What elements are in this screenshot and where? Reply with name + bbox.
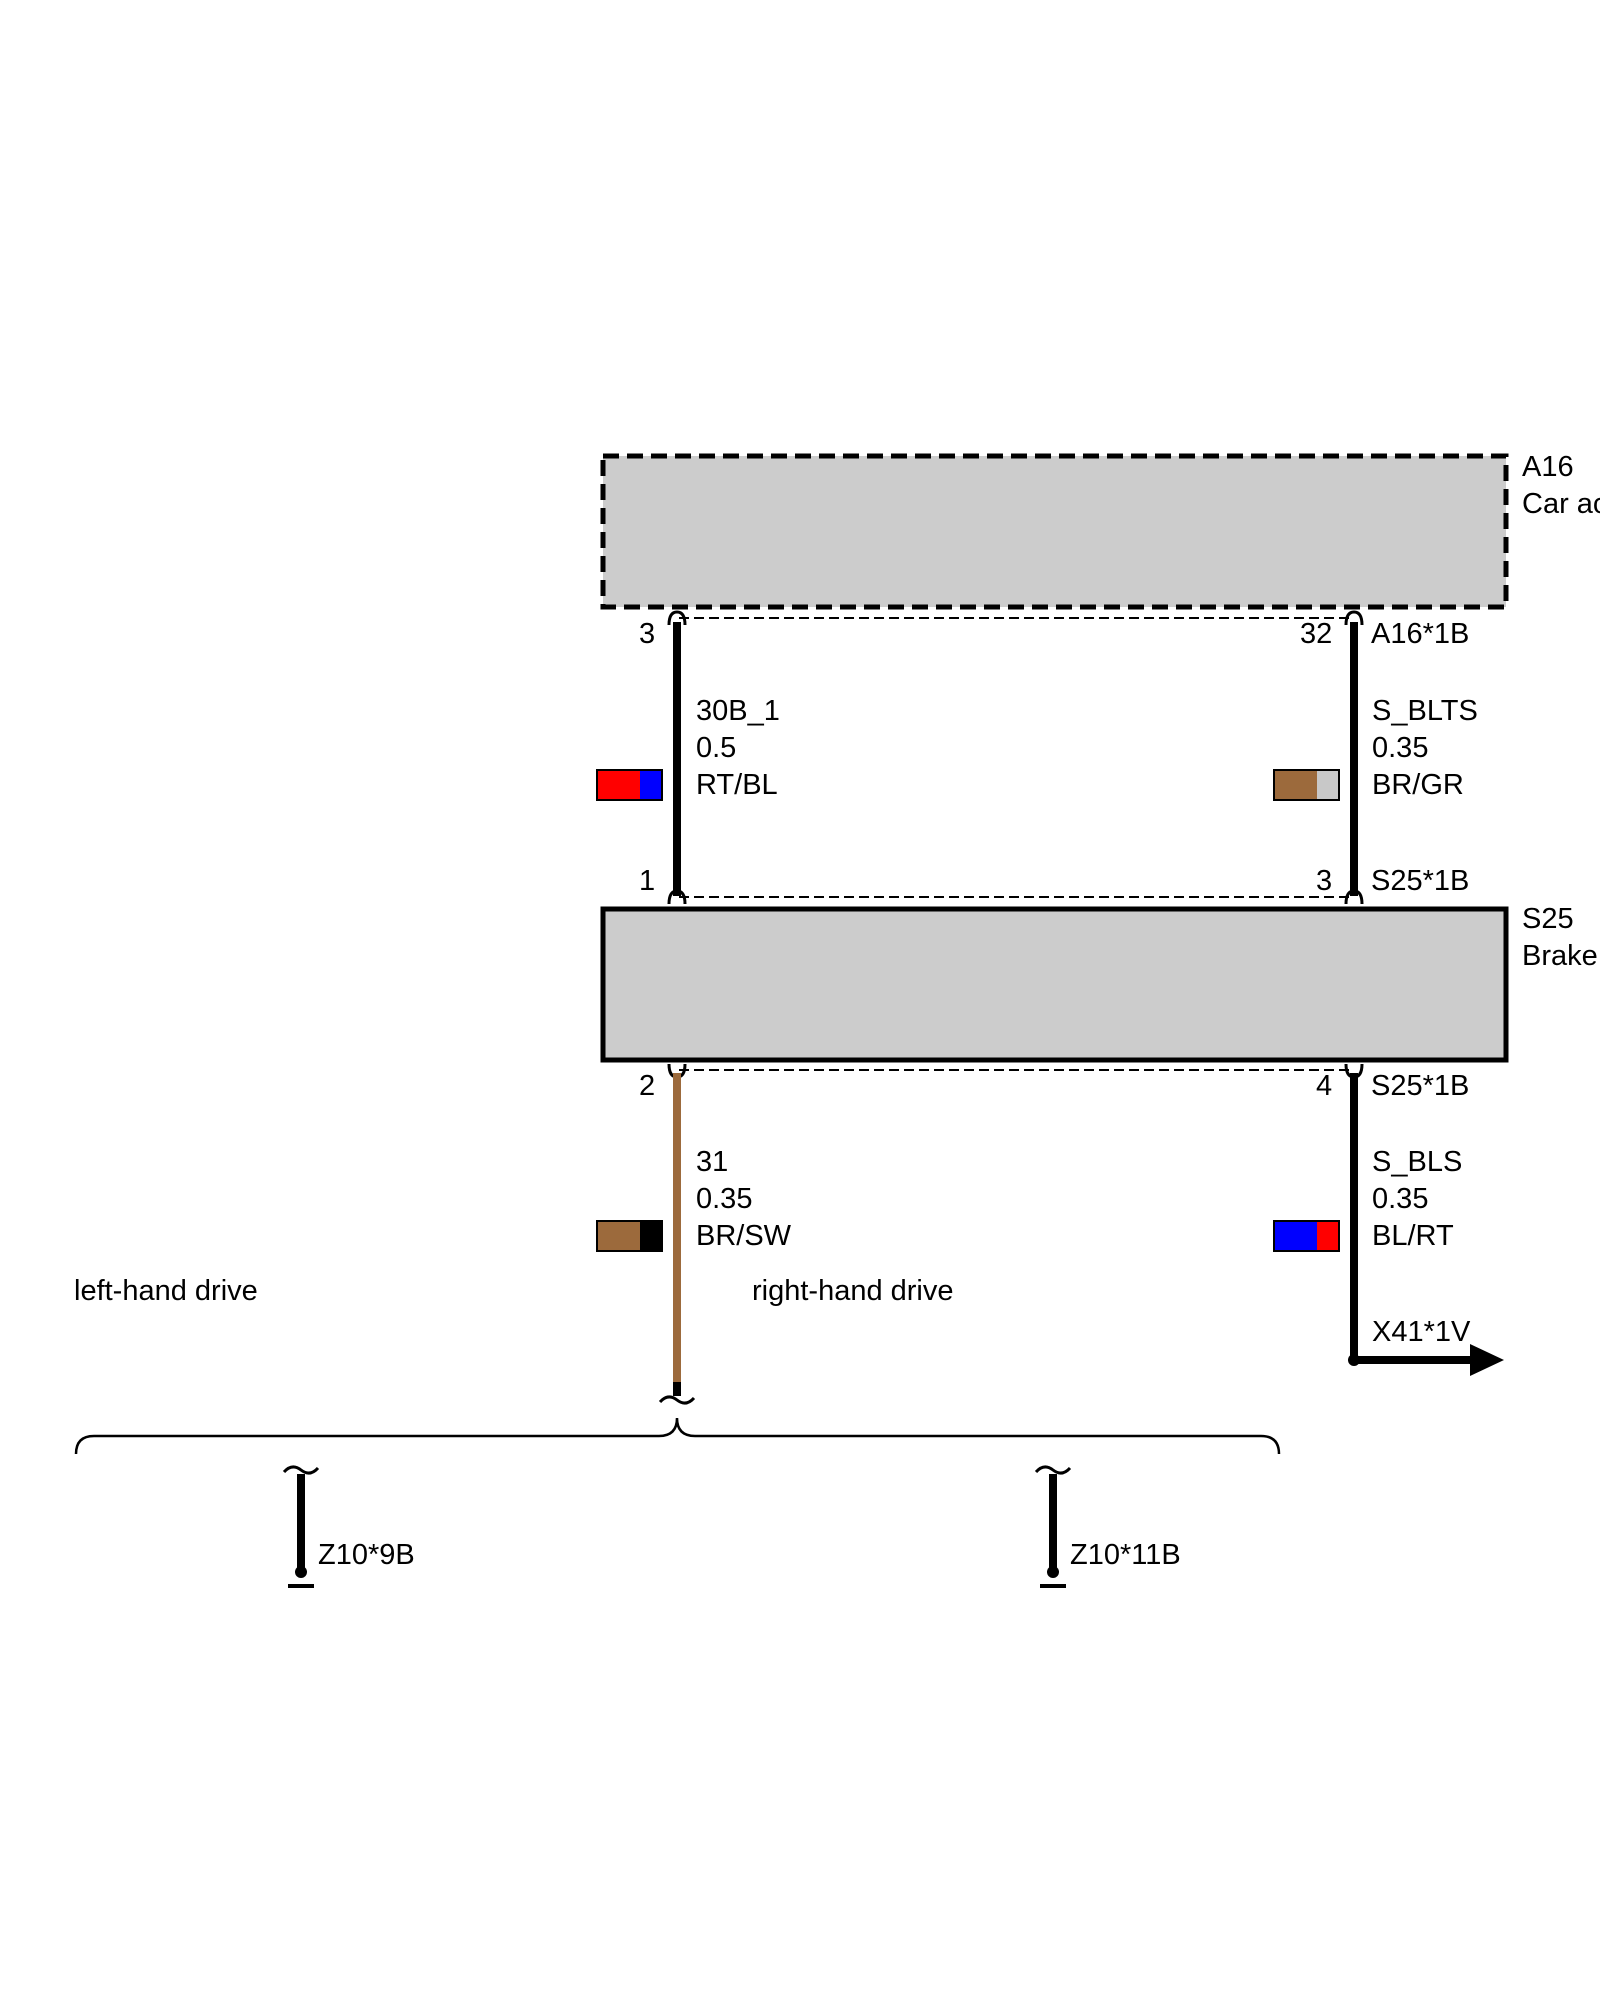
- wire-s-bls-color-swatch: [1273, 1220, 1340, 1252]
- wire-30b1-gauge: 0.5: [696, 732, 736, 764]
- a16-connector-label: A16*1B: [1371, 618, 1469, 650]
- a16-pin-left-number: 3: [639, 618, 655, 650]
- s25-pin-1-contact: [667, 889, 687, 905]
- variant-label-right-hand-drive: right-hand drive: [752, 1275, 954, 1307]
- s25-name-label: Brake: [1522, 940, 1598, 972]
- wire-s-bls-color-code: BL/RT: [1372, 1220, 1454, 1252]
- wire-s-blts-swatch-border: [1273, 769, 1340, 801]
- s25-upper-connector-label: S25*1B: [1371, 865, 1469, 897]
- s25-lower-connector-label: S25*1B: [1371, 1070, 1469, 1102]
- a16-name-label: Car ac: [1522, 488, 1600, 520]
- s25-component-box: [600, 906, 1509, 1063]
- wire-31-swatch-primary: [597, 1221, 640, 1251]
- wire-30b1-swatch-secondary: [640, 770, 662, 800]
- a16-pin-left-contact: [667, 610, 687, 626]
- wire-s-bls-gauge: 0.35: [1372, 1183, 1428, 1215]
- wire-30b1-swatch-primary: [597, 770, 640, 800]
- wire-s-blts-swatch-primary: [1274, 770, 1317, 800]
- wire-31-color-code: BR/SW: [696, 1220, 792, 1252]
- wire-31-color-swatch: [596, 1220, 663, 1252]
- s25-pin-3-number: 3: [1316, 865, 1332, 897]
- z10-9b-break-symbol: [282, 1465, 320, 1475]
- z10-11b-terminal-dot: [1047, 1566, 1059, 1578]
- wire-31-swatch-secondary: [640, 1221, 662, 1251]
- z10-11b-break-symbol: [1034, 1465, 1072, 1475]
- wire-31-break-symbol: [658, 1395, 696, 1405]
- variant-label-left-hand-drive: left-hand drive: [74, 1275, 258, 1307]
- s25-pin-2-number: 2: [639, 1070, 655, 1102]
- wire-s-bls-swatch-secondary: [1317, 1221, 1339, 1251]
- wire-30b1-signal: 30B_1: [696, 695, 780, 727]
- wire-30b1-color-swatch: [596, 769, 663, 801]
- z10-11b-connector-label: Z10*11B: [1070, 1539, 1181, 1571]
- wire-s-bls-swatch-primary: [1274, 1221, 1317, 1251]
- wire-s-bls-swatch-border: [1273, 1220, 1340, 1252]
- a16-pin-right-number: 32: [1300, 618, 1332, 650]
- x41-arrow-head: [1470, 1344, 1504, 1376]
- wire-s-blts-signal: S_BLTS: [1372, 695, 1478, 727]
- s25-id-label: S25: [1522, 903, 1574, 935]
- a16-component-box: [600, 453, 1509, 610]
- wire-31-signal: 31: [696, 1146, 728, 1178]
- s25-pin-4-number: 4: [1316, 1070, 1332, 1102]
- wire-s-blts-gauge: 0.35: [1372, 732, 1428, 764]
- s25-pin-1-number: 1: [639, 865, 655, 897]
- wire-31-swatch-border: [596, 1220, 663, 1252]
- wire-s-blts-swatch-secondary: [1317, 770, 1339, 800]
- wire-30b1-swatch-border: [596, 769, 663, 801]
- s25-pin-3-contact: [1344, 889, 1364, 905]
- wire-30b1-color-code: RT/BL: [696, 769, 778, 801]
- wire-s-blts-color-swatch: [1273, 769, 1340, 801]
- a16-id-label: A16: [1522, 451, 1574, 483]
- a16-pin-right-contact: [1344, 610, 1364, 626]
- variant-brace: [74, 1417, 1281, 1455]
- wire-s-bls-signal: S_BLS: [1372, 1146, 1462, 1178]
- z10-9b-terminal-dot: [295, 1566, 307, 1578]
- wire-31-gauge: 0.35: [696, 1183, 752, 1215]
- x41-connector-label: X41*1V: [1372, 1316, 1471, 1348]
- z10-9b-connector-label: Z10*9B: [318, 1539, 415, 1571]
- wire-s-blts-color-code: BR/GR: [1372, 769, 1464, 801]
